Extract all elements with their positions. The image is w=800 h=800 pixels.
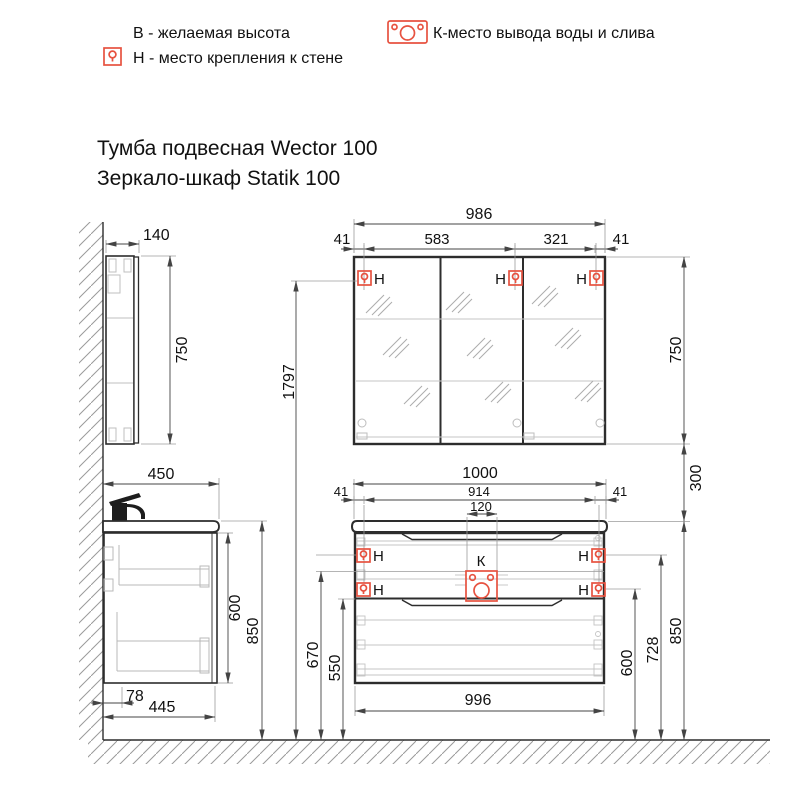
mount-label-h: Н — [373, 582, 384, 599]
mount-point-icon — [591, 582, 606, 597]
dim-toe-offset: 78 — [91, 687, 144, 708]
dim-mirror-mount-row: 41 583 321 41 — [334, 231, 630, 253]
dim-label-78: 78 — [126, 688, 144, 705]
washbasin-front — [350, 520, 609, 533]
dim-mirror-side-depth: 140 — [105, 227, 170, 253]
mount-point-icon — [589, 270, 604, 286]
dim-total-height-side: 850 — [221, 520, 267, 741]
dim-label-41: 41 — [613, 231, 630, 248]
dim-label-1000: 1000 — [462, 465, 498, 482]
vanity-side-view: 450 600 850 78 445 — [91, 466, 267, 741]
mount-label-h: Н — [576, 271, 587, 288]
drawer-handle-recess — [401, 599, 563, 607]
legend: В - желаемая высота Н - место крепления … — [103, 20, 655, 67]
legend-k-label: К-место вывода воды и слива — [433, 25, 655, 42]
mount-legend-icon — [103, 47, 122, 66]
dim-gap: 300 — [681, 443, 705, 522]
dim-cab-depth: 445 — [102, 686, 216, 722]
drain-label-k: К — [477, 553, 486, 570]
dim-label-670: 670 — [305, 642, 322, 669]
mirror-shelf-lines — [356, 318, 603, 438]
dim-label-41: 41 — [613, 484, 627, 499]
mount-label-h: Н — [373, 548, 384, 565]
dim-vanity-depth: 450 — [102, 466, 220, 519]
mount-label-h: Н — [495, 271, 506, 288]
drain-legend-icon — [387, 20, 428, 44]
vanity-extensions — [316, 479, 690, 716]
vanity-front-details — [356, 535, 603, 677]
dim-label-41: 41 — [334, 484, 348, 499]
dim-label-750-side: 750 — [174, 337, 191, 364]
dim-label-986: 986 — [466, 206, 493, 223]
drain-point-icon — [465, 570, 498, 602]
mirror-cabinet-side-view: 140 750 — [105, 227, 191, 445]
dim-mirror-height: 750 — [668, 256, 687, 445]
dim-label-996: 996 — [465, 692, 492, 709]
dim-label-600-front: 600 — [619, 650, 636, 677]
mount-point-icon — [591, 548, 606, 563]
dim-label-550: 550 — [327, 655, 344, 682]
mirror-reflections — [365, 285, 602, 408]
vanity-mount-marks — [356, 548, 606, 597]
vanity-front-body — [353, 531, 606, 685]
dim-outlet-height: 670 — [305, 570, 324, 741]
dim-label-600-side: 600 — [227, 595, 244, 622]
dim-vanity-width: 1000 — [352, 465, 607, 487]
floor-section — [88, 739, 770, 764]
dim-label-140: 140 — [143, 227, 170, 244]
dim-label-850-front: 850 — [668, 618, 685, 645]
mirror-side-details — [107, 258, 133, 442]
legend-b-label: В - желаемая высота — [133, 25, 290, 42]
dim-drain-zone: 120 — [466, 499, 498, 517]
dim-label-450: 450 — [148, 466, 175, 483]
title-line1: Тумба подвесная Wector 100 — [97, 137, 378, 160]
dim-label-1797: 1797 — [281, 364, 298, 400]
dim-label-583: 583 — [424, 231, 449, 248]
dim-label-728: 728 — [645, 637, 662, 664]
vanity-side-body — [103, 532, 218, 684]
dim-label-750-front: 750 — [668, 337, 685, 364]
dim-label-41: 41 — [334, 231, 351, 248]
title-line2: Зеркало-шкаф Statik 100 — [97, 167, 340, 190]
dim-mirror-side-height: 750 — [141, 255, 191, 445]
washbasin-side — [102, 520, 220, 533]
mount-label-h: Н — [578, 582, 589, 599]
dim-mount-height: 1797 — [281, 280, 299, 741]
dim-vanity-mount-row: 41 914 41 — [334, 484, 627, 504]
mirror-mount-marks — [357, 270, 604, 286]
dim-mirror-width: 986 — [353, 206, 606, 227]
dim-drain-height: 550 — [327, 598, 346, 741]
mount-label-h: Н — [374, 271, 385, 288]
dim-label-120: 120 — [470, 499, 492, 514]
mount-point-icon — [508, 270, 523, 286]
vanity-side-details — [103, 545, 210, 674]
mount-point-icon — [357, 270, 372, 286]
dim-cab-width: 996 — [354, 692, 605, 714]
faucet — [109, 493, 145, 521]
dim-total-height-front: 850 — [668, 520, 687, 741]
mirror-cabinet-front-view: Н Н Н 986 41 583 321 41 750 — [291, 206, 705, 522]
dim-label-300: 300 — [688, 465, 705, 492]
wall-section — [79, 222, 104, 740]
mount-label-h: Н — [578, 548, 589, 565]
dim-label-850-side: 850 — [245, 618, 262, 645]
dim-label-914: 914 — [468, 484, 490, 499]
mount-point-icon — [356, 548, 371, 563]
dim-h-lower: 600 — [619, 588, 638, 741]
drawer-handle-recess — [401, 533, 563, 541]
mirror-hinge-details — [356, 418, 605, 440]
dim-cab-height-side: 600 — [218, 532, 244, 684]
vanity-front-view: Н Н Н Н К 1000 41 914 41 — [281, 280, 690, 741]
drawing-title: Тумба подвесная Wector 100 Зеркало-шкаф … — [97, 137, 378, 190]
legend-h-label: Н - место крепления к стене — [133, 50, 343, 67]
dim-label-445: 445 — [149, 699, 176, 716]
mount-point-icon — [356, 582, 371, 597]
dim-label-321: 321 — [543, 231, 568, 248]
dim-h-upper: 728 — [645, 554, 664, 741]
